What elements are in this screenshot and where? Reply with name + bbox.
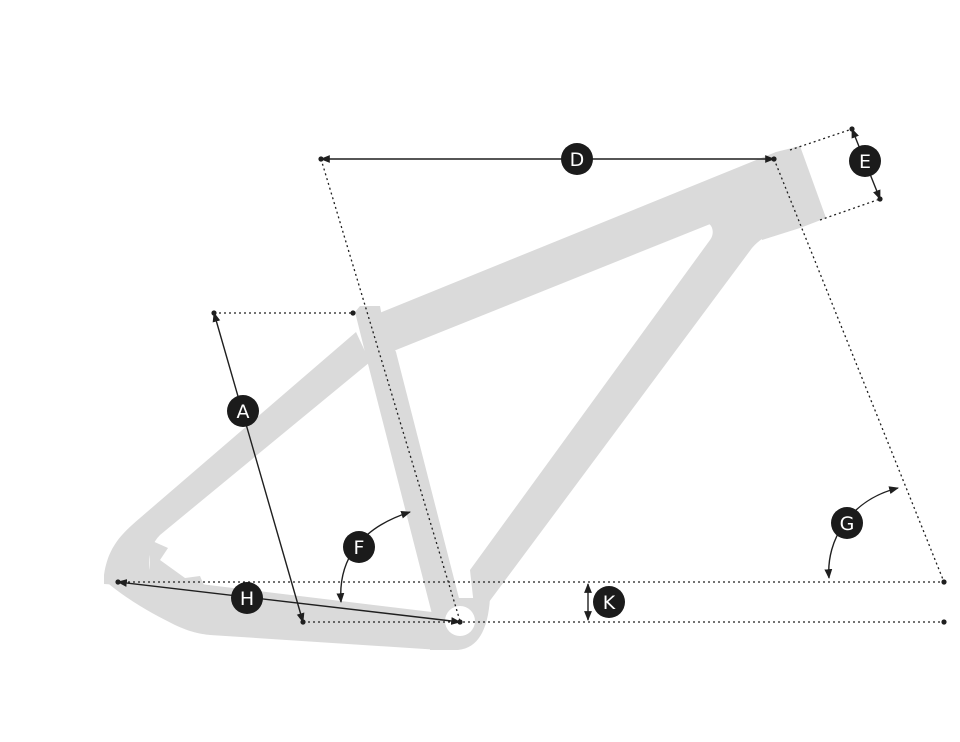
badge-d: D: [561, 143, 593, 175]
badge-k: K: [593, 586, 625, 618]
seatstay: [104, 332, 370, 588]
dimension-d-right-guide: [773, 158, 945, 583]
badge-e-label: E: [859, 151, 871, 173]
point-bb: [457, 619, 463, 625]
dimension-e-bottom-guide: [819, 198, 881, 221]
point-a-top: [211, 310, 217, 316]
point-d-left: [318, 156, 324, 162]
badge-d-label: D: [570, 149, 585, 171]
point-rear-axle: [115, 579, 121, 585]
bike-frame: [104, 146, 826, 650]
rear-dropout: [150, 540, 206, 590]
point-axle-line-end: [941, 579, 947, 585]
dimension-e-top-guide: [789, 128, 853, 151]
point-d-right: [771, 156, 777, 162]
badge-g: G: [831, 507, 863, 539]
badge-f: F: [343, 531, 375, 563]
chainstay: [104, 580, 470, 650]
point-e-bottom: [877, 196, 883, 202]
seat-tube: [355, 306, 462, 614]
down-tube: [470, 188, 800, 606]
badge-e: E: [849, 145, 881, 177]
badge-g-label: G: [840, 513, 855, 535]
point-a-guide-end: [350, 310, 356, 316]
dimension-h-line: [117, 579, 461, 625]
badge-h: H: [231, 582, 263, 614]
point-bb-line-end: [941, 619, 947, 625]
dimension-a-line: [212, 312, 305, 623]
point-e-top: [849, 126, 855, 132]
head-tube: [756, 146, 826, 240]
badge-a-label: A: [237, 401, 250, 423]
endpoint-dots: [115, 126, 947, 625]
badge-k-label: K: [603, 592, 616, 614]
badge-a: A: [227, 395, 259, 427]
top-tube: [372, 152, 800, 351]
badge-h-label: H: [240, 588, 254, 610]
dimension-d-left-guide: [320, 158, 461, 622]
point-a-bottom: [300, 619, 306, 625]
badge-f-label: F: [354, 537, 365, 559]
